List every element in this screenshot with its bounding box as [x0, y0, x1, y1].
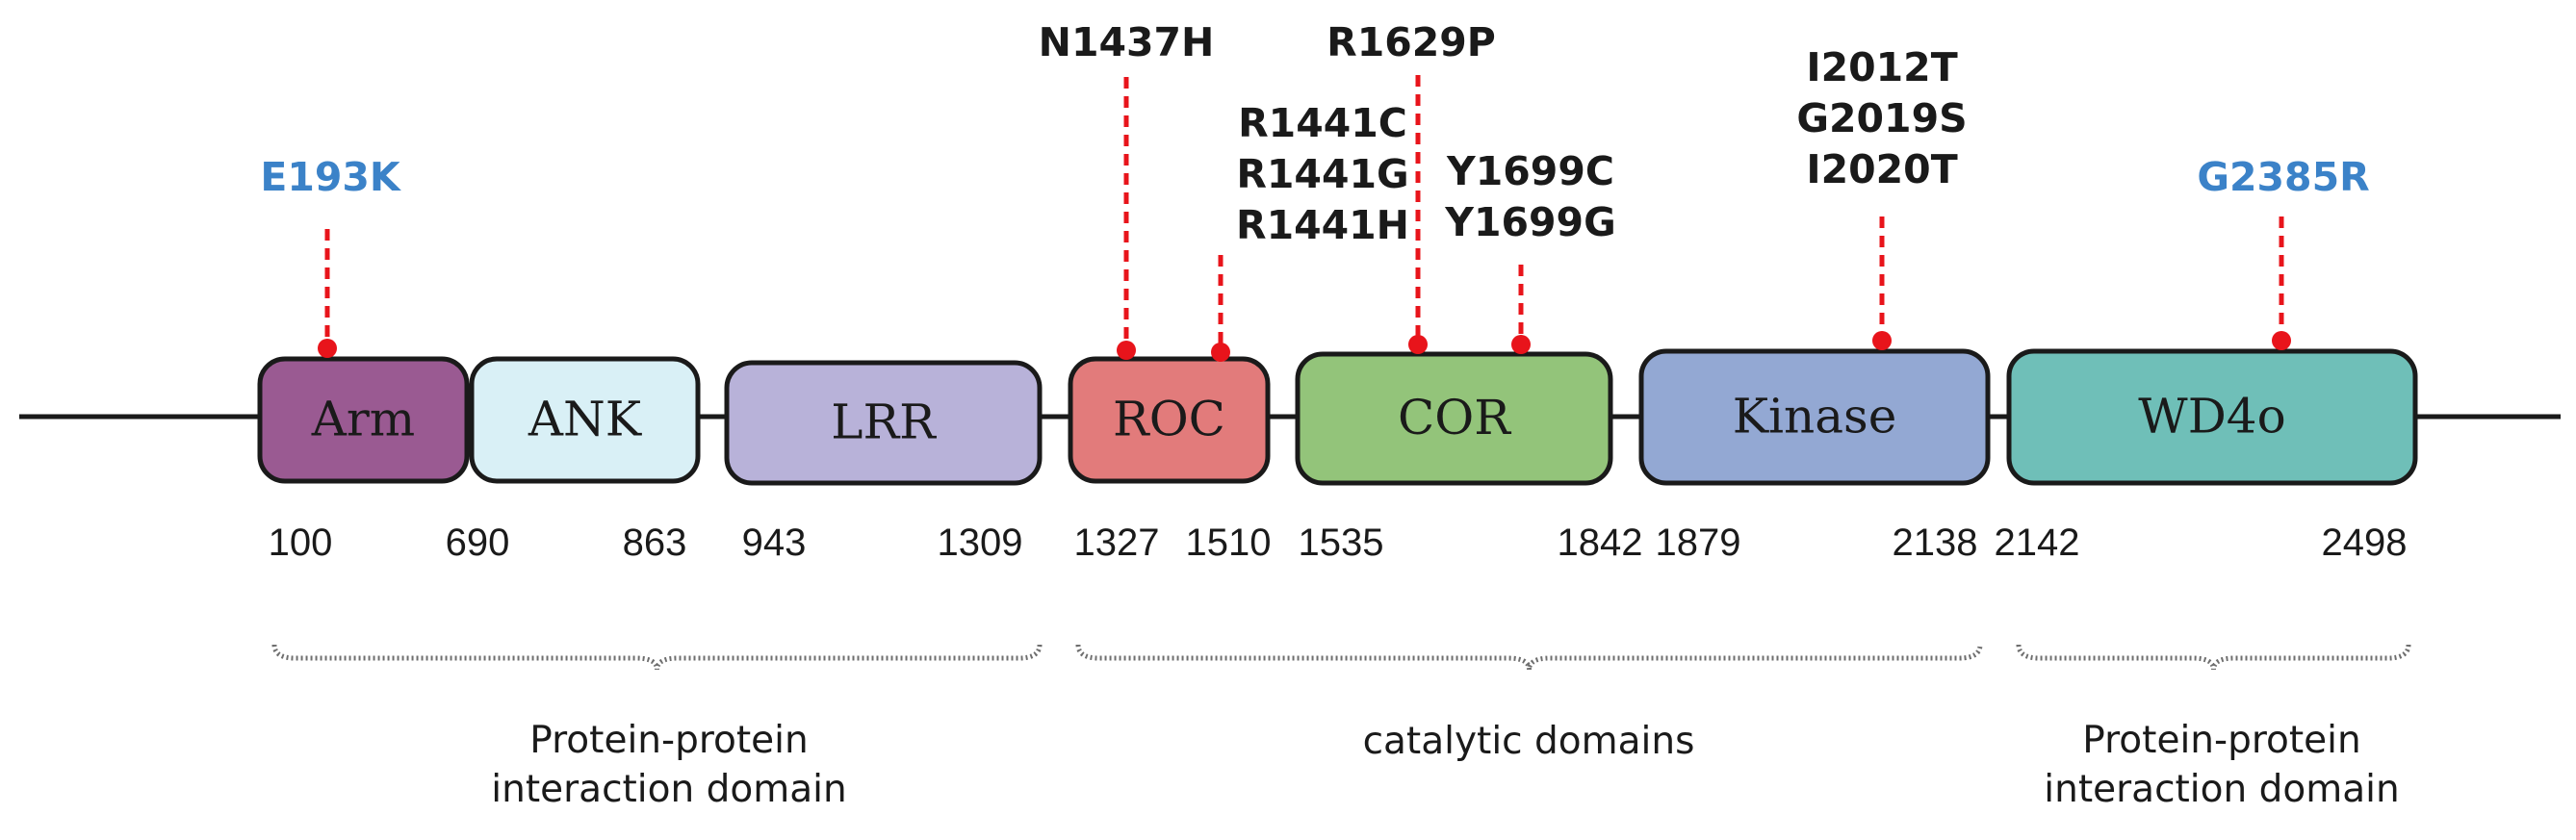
group-ppi-2: Protein-protein interaction domain — [2016, 644, 2411, 811]
domain-wd40: WD4o — [2006, 348, 2418, 486]
mutation-n1437h: N1437H — [1039, 19, 1215, 360]
position-label: 1535 — [1299, 522, 1384, 564]
position-label: 863 — [623, 522, 687, 564]
domain-box — [1638, 348, 1991, 486]
mutation-label: R1441C — [1238, 100, 1407, 146]
domain-box — [257, 356, 470, 484]
domain-label: WD4o — [2138, 389, 2285, 445]
mutation-dot — [1211, 343, 1230, 362]
position-label: 943 — [742, 522, 807, 564]
mutation-dot — [2272, 331, 2291, 350]
group-brace — [271, 644, 1043, 671]
mutation-label: R1441H — [1236, 202, 1409, 248]
mutation-e193k: E193K — [260, 154, 402, 358]
position-label: 1842 — [1558, 522, 1643, 564]
group-ppi-1: Protein-protein interaction domain — [271, 644, 1043, 811]
domain-box — [2006, 348, 2418, 486]
position-labels: 100 690 863 943 1309 1327 1510 1535 1842 1879 2138… — [269, 522, 2408, 564]
group-label: interaction domain — [2044, 768, 2399, 811]
mutation-y1699: Y1699C Y1699G — [1444, 148, 1616, 354]
group-label: interaction domain — [491, 768, 846, 811]
domain-box — [1068, 356, 1271, 484]
mutation-label: I2012T — [1806, 44, 1957, 90]
mutation-dot — [318, 339, 337, 358]
domain-roc: ROC — [1068, 356, 1271, 484]
mutation-g2385r: G2385R — [2197, 154, 2370, 350]
mutation-dot — [1408, 335, 1428, 354]
position-label: 1879 — [1656, 522, 1741, 564]
mutation-label: G2385R — [2197, 154, 2369, 200]
mutation-dot — [1117, 341, 1136, 360]
domain-kinase: Kinase — [1638, 348, 1991, 486]
group-catalytic: catalytic domains — [1075, 644, 1983, 763]
domain-label: ANK — [528, 392, 643, 447]
domain-lrr: LRR — [724, 360, 1043, 486]
position-label: 2142 — [1995, 522, 2080, 564]
domain-cor: COR — [1295, 351, 1613, 486]
mutation-label: E193K — [260, 154, 402, 200]
mutation-r1629p: R1629P — [1327, 19, 1496, 354]
domain-label: COR — [1398, 390, 1511, 445]
position-label: 1510 — [1186, 522, 1272, 564]
mutation-label: G2019S — [1796, 95, 1967, 141]
mutation-kinase-muts: I2012T G2019S I2020T — [1796, 44, 1968, 350]
position-label: 100 — [269, 522, 333, 564]
mutation-dot — [1872, 331, 1892, 350]
domain-label: Arm — [311, 392, 415, 447]
domain-box — [724, 360, 1043, 486]
mutation-label: Y1699C — [1446, 148, 1614, 194]
mutation-label: N1437H — [1039, 19, 1215, 65]
mutation-label: Y1699G — [1444, 199, 1615, 245]
position-label: 1327 — [1074, 522, 1160, 564]
domain-box — [1295, 351, 1613, 486]
position-label: 2138 — [1893, 522, 1978, 564]
group-label: catalytic domains — [1363, 720, 1695, 763]
position-label: 690 — [446, 522, 510, 564]
domain-ank: ANK — [469, 356, 701, 484]
domain-box — [469, 356, 701, 484]
domain-label: ROC — [1113, 392, 1225, 447]
domain-label: LRR — [831, 395, 937, 450]
mutation-dot — [1511, 335, 1531, 354]
position-label: 2498 — [2322, 522, 2408, 564]
group-brace — [1075, 644, 1983, 671]
position-label: 1309 — [938, 522, 1023, 564]
mutation-r1441: R1441C R1441G R1441H — [1211, 100, 1409, 362]
mutation-label: R1629P — [1327, 19, 1496, 65]
domain-label: Kinase — [1733, 389, 1897, 445]
group-brace — [2016, 644, 2411, 671]
mutation-label: I2020T — [1806, 146, 1957, 192]
domain-arm: Arm — [257, 356, 470, 484]
group-label: Protein-protein — [529, 719, 808, 762]
group-label: Protein-protein — [2082, 719, 2360, 762]
mutation-label: R1441G — [1236, 151, 1408, 197]
